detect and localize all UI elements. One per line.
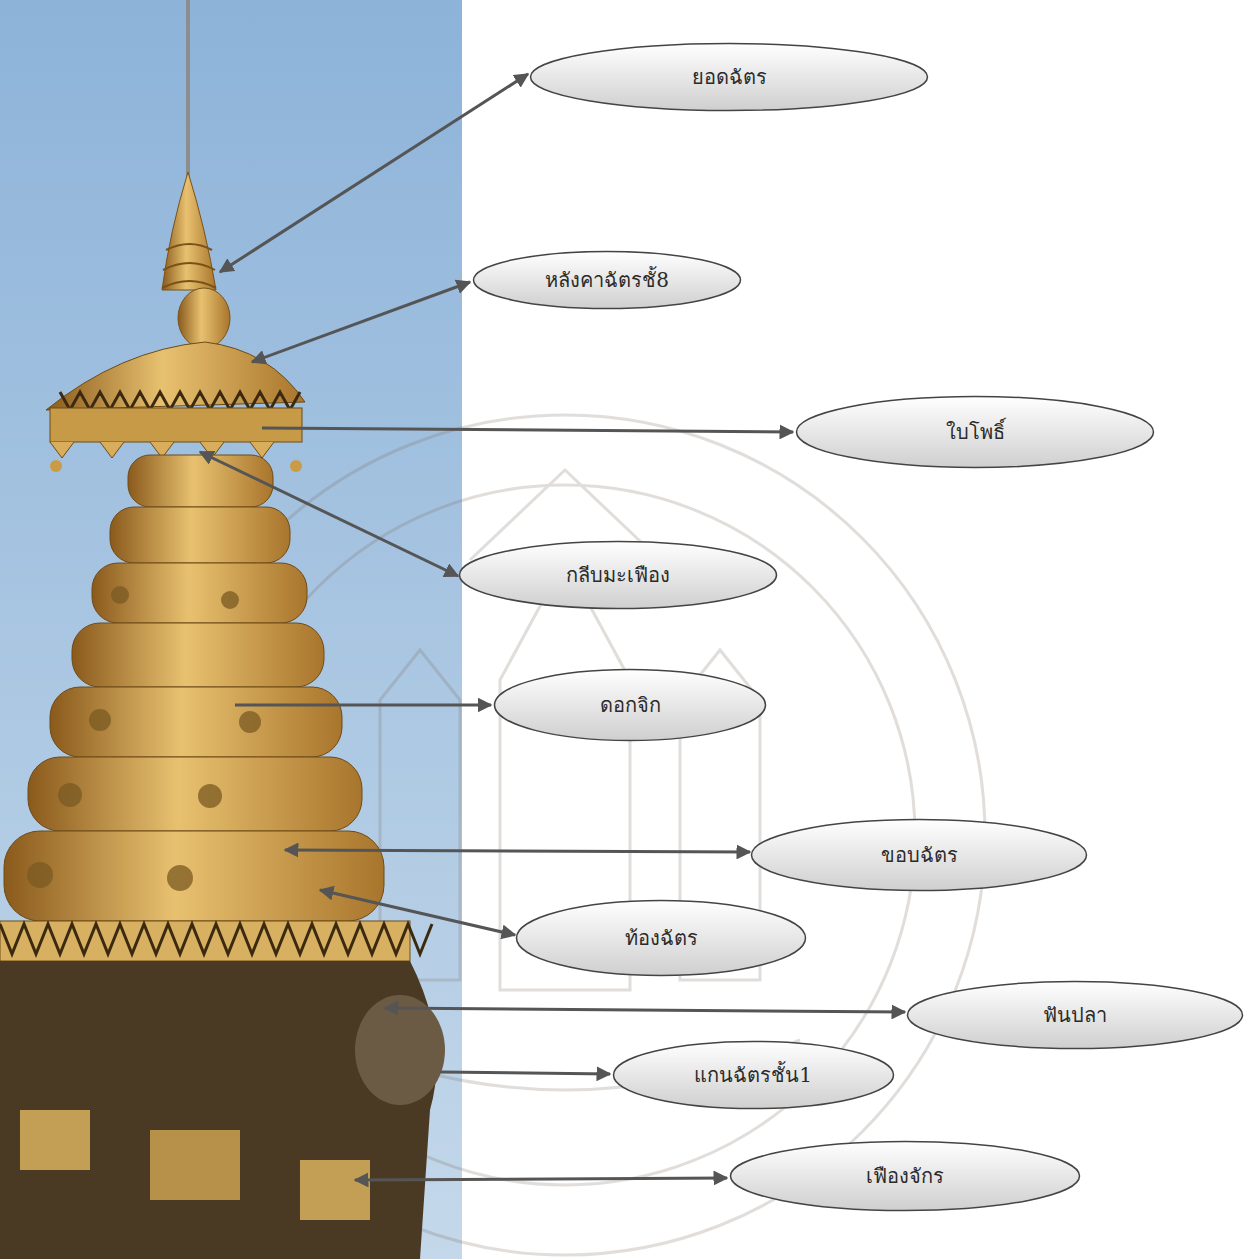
pendant <box>290 460 302 472</box>
label-ellipse: เฟืองจักร <box>729 1140 1081 1212</box>
ellipse-shape <box>908 982 1243 1049</box>
canopy-roof <box>46 342 305 410</box>
leader-arrow <box>200 452 458 576</box>
gear-plate <box>20 1110 90 1170</box>
label-text-holder: กลีบมะเฟือง <box>458 540 778 610</box>
part-name: ดอกจิก <box>600 689 661 721</box>
ellipse-shape <box>474 252 741 309</box>
label-text-holder: ยอดฉัตร <box>529 42 929 112</box>
umbrella-tier <box>28 757 362 831</box>
label-ellipse: ท้องฉัตร <box>515 899 807 977</box>
umbrella-tier <box>92 563 307 623</box>
leader-arrow <box>252 282 470 362</box>
clover-motif <box>198 784 222 808</box>
ellipse-shape <box>517 901 806 976</box>
leader-arrow <box>235 704 491 707</box>
leader-arrow <box>385 1008 905 1012</box>
leader-arrow <box>220 74 528 272</box>
umbrella-tier <box>72 623 324 687</box>
label-text-holder: ดอกจิก <box>493 668 767 742</box>
label-text-holder: แกนฉัตรชั้น1 <box>612 1040 895 1110</box>
finial-petals <box>162 244 216 288</box>
label-ellipse: แกนฉัตรชั้น1 <box>612 1040 895 1110</box>
finial-bulb <box>178 288 230 348</box>
ellipse-shape <box>495 670 766 741</box>
finial-cone <box>162 172 216 290</box>
leader-arrow <box>285 850 750 852</box>
part-name: ขอบฉัตร <box>881 839 958 871</box>
clover-motif <box>58 783 82 807</box>
label-ellipse: ใบโพธิ์ <box>795 395 1155 469</box>
core-texture <box>355 995 445 1105</box>
label-ellipse: ฟันปลา <box>906 980 1244 1050</box>
clover-motifs <box>27 586 261 891</box>
label-ellipse: ดอกจิก <box>493 668 767 742</box>
ellipse-shape <box>752 820 1087 891</box>
label-ellipse: ยอดฉัตร <box>529 42 929 112</box>
sky-background <box>0 0 462 1259</box>
part-name: หลังคาฉัตรชั้8 <box>545 264 669 296</box>
clover-motif <box>27 862 53 888</box>
leader-arrow <box>355 1178 727 1180</box>
ellipse-shape <box>531 44 928 111</box>
label-text-holder: เฟืองจักร <box>729 1140 1081 1212</box>
leader-arrow <box>320 890 515 935</box>
part-name: กลีบมะเฟือง <box>566 559 670 591</box>
leader-arrow <box>440 1072 610 1074</box>
ellipse-shape <box>731 1142 1080 1211</box>
label-text-holder: หลังคาฉัตรชั้8 <box>472 250 742 310</box>
base-shadow <box>0 961 437 1259</box>
umbrella-tier <box>50 687 342 757</box>
part-name: ฟันปลา <box>1043 999 1107 1031</box>
label-text-holder: ท้องฉัตร <box>515 899 807 977</box>
clover-motif <box>221 591 239 609</box>
label-text-holder: ขอบฉัตร <box>750 818 1088 892</box>
canopy-fringe <box>60 392 300 410</box>
leader-arrows <box>200 74 905 1180</box>
pendant <box>50 460 62 472</box>
gear-plate <box>150 1130 240 1200</box>
clover-motif <box>167 865 193 891</box>
umbrella-tier <box>128 455 273 507</box>
sawtooth-fringe <box>0 924 432 954</box>
ellipse-shape <box>797 397 1154 468</box>
canopy-skirt <box>50 408 302 442</box>
ellipse-shape <box>460 542 777 609</box>
leader-arrow <box>262 428 793 432</box>
umbrella-tier <box>110 507 290 563</box>
umbrella-tier <box>4 831 384 921</box>
part-name: แกนฉัตรชั้น1 <box>694 1059 812 1091</box>
spire-rod <box>186 0 190 178</box>
part-name: ยอดฉัตร <box>692 61 767 93</box>
clover-motif <box>239 711 261 733</box>
label-text-holder: ฟันปลา <box>906 980 1244 1050</box>
label-ellipse: กลีบมะเฟือง <box>458 540 778 610</box>
clover-motif <box>111 586 129 604</box>
part-name: ใบโพธิ์ <box>946 416 1005 448</box>
part-name: เฟืองจักร <box>866 1160 944 1192</box>
clover-motif <box>89 709 111 731</box>
part-name: ท้องฉัตร <box>625 922 698 954</box>
label-ellipse: หลังคาฉัตรชั้8 <box>472 250 742 310</box>
ellipse-shape <box>613 1042 893 1109</box>
gear-plate <box>300 1160 370 1220</box>
label-text-holder: ใบโพธิ์ <box>795 395 1155 469</box>
label-ellipse: ขอบฉัตร <box>750 818 1088 892</box>
